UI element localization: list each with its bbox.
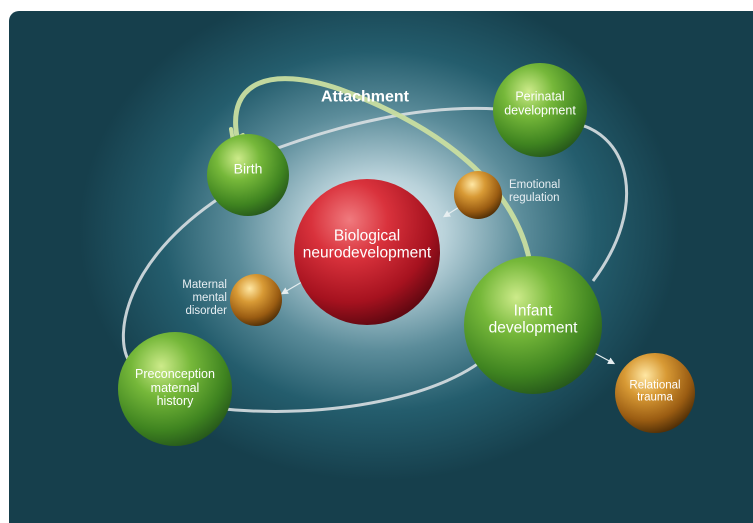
label-preconception-maternal-history: Preconception maternal history bbox=[135, 366, 215, 408]
attachment-label: Attachment bbox=[320, 88, 410, 106]
orbit-birth-perinatal bbox=[248, 106, 498, 161]
label-biological-neurodevelopment: Biological neurodevelopment bbox=[302, 227, 432, 261]
label-maternal-mental-disorder: Maternal mental disorder bbox=[182, 279, 227, 318]
node-birth bbox=[207, 134, 289, 216]
attachment-arrow bbox=[233, 76, 534, 272]
label-birth: Birth bbox=[233, 160, 263, 177]
orbit-perinatal-infant bbox=[576, 122, 629, 282]
label-relational-trauma: Relational trauma bbox=[629, 379, 681, 404]
node-biological-neurodevelopment bbox=[294, 179, 440, 325]
node-preconception-maternal-history bbox=[118, 332, 232, 446]
node-perinatal-development bbox=[493, 63, 587, 157]
diagram-canvas bbox=[118, 63, 695, 446]
orbit-birth-preconception bbox=[121, 195, 222, 362]
label-emotional-regulation: Emotional regulation bbox=[509, 179, 561, 205]
node-relational-trauma bbox=[615, 353, 695, 433]
node-emotional-regulation bbox=[454, 171, 502, 219]
orbit-preconception-infant bbox=[213, 349, 495, 413]
label-infant-development: Infant development bbox=[488, 302, 578, 336]
node-maternal-mental-disorder bbox=[230, 274, 282, 326]
label-perinatal-development: Perinatal development bbox=[504, 89, 576, 117]
node-infant-development bbox=[464, 256, 602, 394]
diagram-panel: Attachment Biological neurodevelopment B… bbox=[9, 11, 753, 523]
